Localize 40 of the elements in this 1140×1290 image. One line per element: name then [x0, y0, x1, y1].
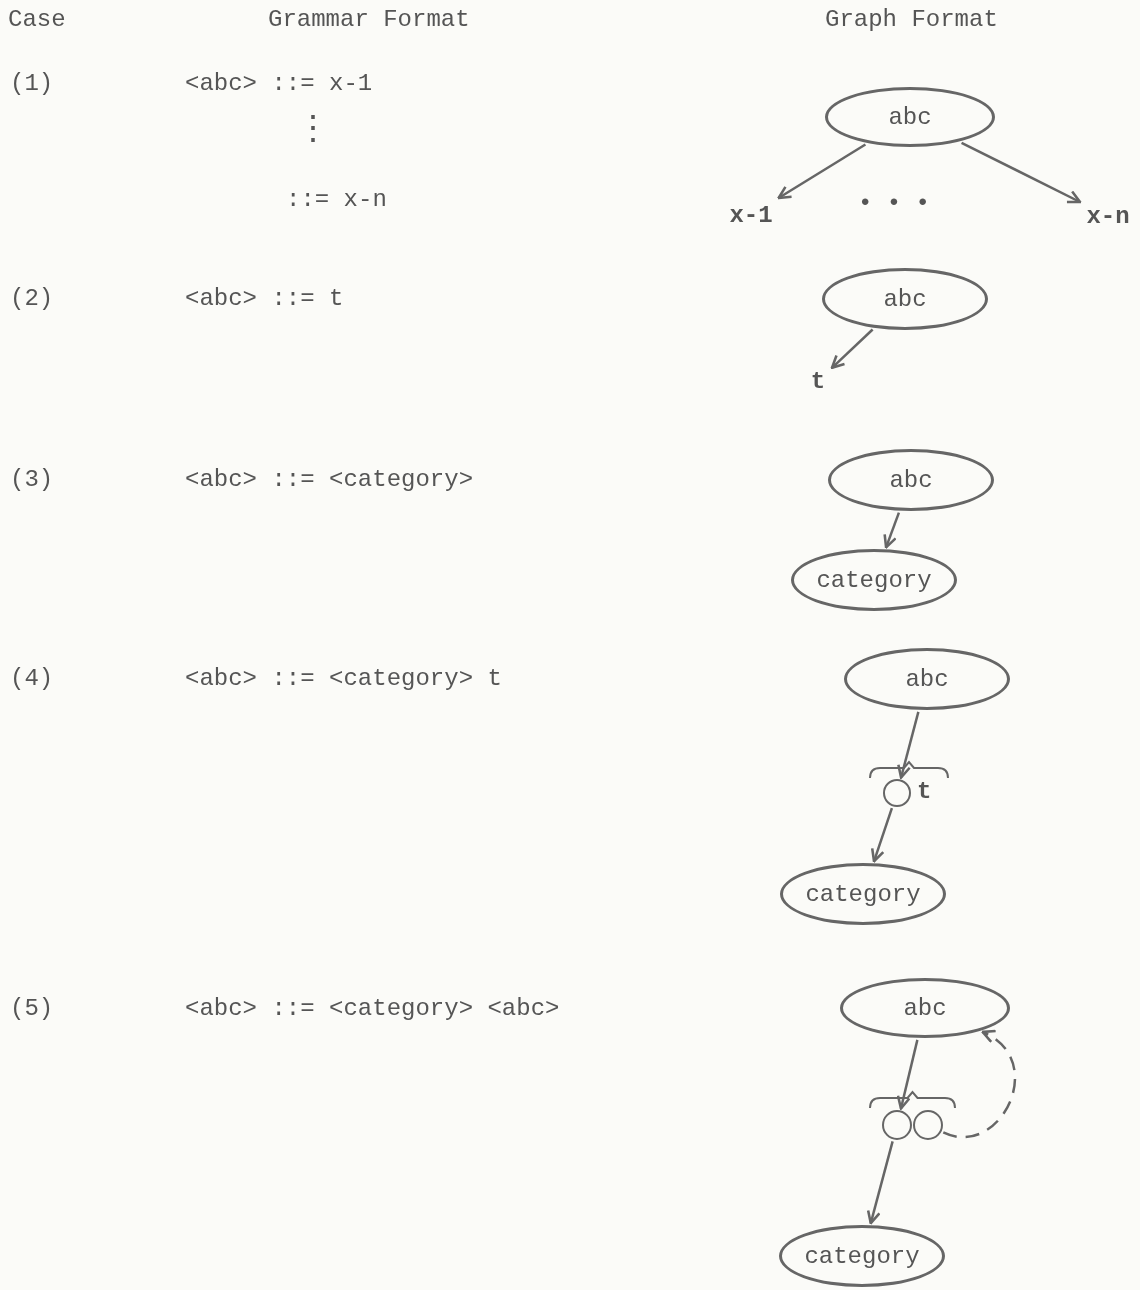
- ellipse-node: abc: [840, 978, 1010, 1038]
- arrow: [897, 711, 920, 779]
- circle-node: [882, 1110, 912, 1140]
- arrow: [942, 1030, 1017, 1139]
- arrow: [777, 143, 867, 200]
- ellipse-node: category: [791, 549, 957, 611]
- circle-node: [883, 779, 911, 807]
- arrow: [830, 328, 874, 370]
- circle-node: [913, 1110, 943, 1140]
- column-header: Case: [8, 6, 66, 33]
- vertical-ellipsis: ⋮: [296, 110, 330, 150]
- arrow: [883, 512, 901, 549]
- grammar-rule: <abc> ::= <category> <abc>: [185, 995, 560, 1022]
- case-number: (4): [10, 665, 54, 692]
- case-number: (1): [10, 70, 54, 97]
- terminal-text: x-1: [725, 200, 777, 230]
- ellipse-node: abc: [825, 87, 995, 147]
- grammar-rule: <abc> ::= t: [185, 285, 344, 312]
- arrow: [866, 1141, 894, 1225]
- ellipsis: • • •: [858, 190, 930, 217]
- grammar-rule: <abc> ::= x-1: [185, 70, 373, 97]
- grammar-rule: ::= x-n: [286, 186, 387, 213]
- terminal-text: t: [806, 366, 830, 396]
- case-number: (5): [10, 995, 54, 1022]
- terminal-text: x-n: [1082, 201, 1134, 231]
- grammar-rule: <abc> ::= <category>: [185, 466, 474, 493]
- ellipse-node: abc: [844, 648, 1010, 710]
- column-header: Grammar Format: [268, 6, 470, 33]
- arrow: [961, 141, 1082, 204]
- ellipse-node: category: [779, 1225, 945, 1287]
- grammar-rule: <abc> ::= <category> t: [185, 665, 502, 692]
- ellipse-node: abc: [822, 268, 988, 330]
- column-header: Graph Format: [825, 6, 998, 33]
- arrow: [896, 1039, 919, 1110]
- ellipse-node: abc: [828, 449, 994, 511]
- case-number: (2): [10, 285, 54, 312]
- ellipse-node: category: [780, 863, 946, 925]
- case-number: (3): [10, 466, 54, 493]
- arrow: [870, 807, 894, 863]
- terminal-text: t: [917, 778, 932, 805]
